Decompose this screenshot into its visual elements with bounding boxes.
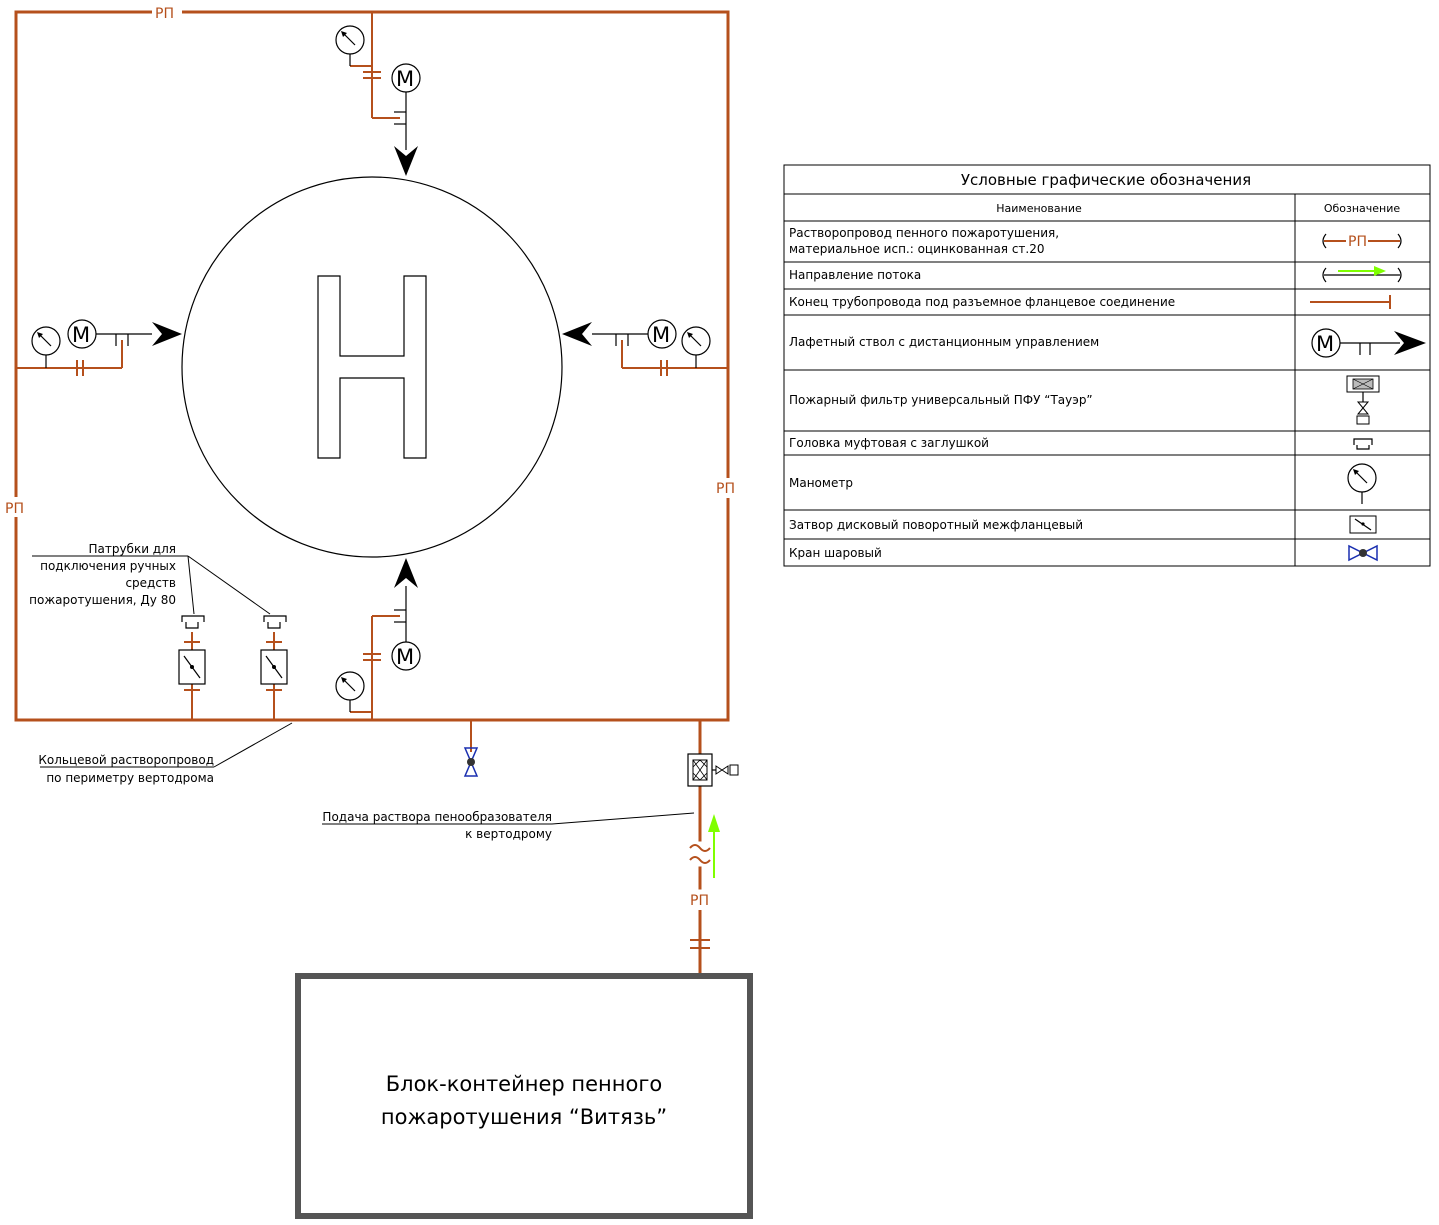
legend-symbol-fire-monitor: M <box>1311 328 1426 358</box>
legend-col-symbol: Обозначение <box>1324 202 1401 215</box>
annotation-nozzles-line-2: подключения ручных <box>40 559 176 573</box>
container-label-line-2: пожаротушения “Витязь” <box>381 1105 667 1129</box>
legend-symbol-butterfly-valve <box>1349 515 1377 534</box>
annotation-nozzles-line-4: пожаротушения, Ду 80 <box>29 593 176 607</box>
annotation-feed-line-1: Подача раствора пенообразователя <box>322 810 552 824</box>
legend-row-1-line-1: Растворопровод пенного пожаротушения, <box>789 226 1059 240</box>
legend-symbol-gauge <box>1347 463 1377 504</box>
monitor-letter: M <box>396 645 414 669</box>
legend-table: Условные графические обозначения Наимено… <box>783 164 1431 567</box>
hose-nozzle-2 <box>260 615 288 720</box>
legend-title: Условные графические обозначения <box>961 171 1251 189</box>
container-label-line-1: Блок-контейнер пенного <box>386 1072 663 1096</box>
monitor-letter: M <box>652 323 670 347</box>
top-monitor-assembly: M <box>335 12 421 176</box>
legend-row-7: Манометр <box>789 476 853 490</box>
legend-row-9: Кран шаровый <box>789 546 882 560</box>
coupling-head-icon <box>181 615 205 629</box>
foam-container-block: Блок-контейнер пенного пожаротушения “Ви… <box>295 973 753 1219</box>
annotation-feed-line-2: к вертодрому <box>465 827 552 841</box>
ball-valve-icon <box>1359 549 1367 557</box>
legend-symbol-pipe-rp: РП <box>1322 233 1402 250</box>
legend-symbol-fire-filter <box>1346 375 1380 425</box>
pressure-gauge-icon <box>1347 463 1377 493</box>
annotation-nozzles-line-3: средств <box>125 576 176 590</box>
legend-symbol-flow <box>1322 266 1402 283</box>
pipe-label-feed: РП <box>690 893 709 909</box>
pipe-label-left: РП <box>5 501 24 517</box>
legend-row-6: Головка муфтовая с заглушкой <box>789 436 989 450</box>
ball-valve-icon <box>463 747 479 777</box>
annotation-nozzles-line-1: Патрубки для <box>88 542 176 556</box>
legend-monitor-letter: M <box>1316 332 1334 356</box>
legend-row-8: Затвор дисковый поворотный межфланцевый <box>789 518 1083 532</box>
coupling-head-icon <box>263 615 287 629</box>
monitor-letter: M <box>396 67 414 91</box>
legend-symbol-ball-valve <box>1348 544 1378 562</box>
pressure-gauge-icon <box>335 25 365 55</box>
annotation-ring: Кольцевой растворопровод по периметру ве… <box>38 722 293 785</box>
hose-nozzle-1 <box>178 615 206 720</box>
annotation-feed: Подача раствора пенообразователя к верто… <box>322 810 695 841</box>
helipad-circle <box>181 176 563 558</box>
pipe-label-right: РП <box>716 481 735 497</box>
legend-symbol-pipe-end <box>1310 295 1391 309</box>
drain-ball-valve <box>463 720 479 777</box>
flow-arrow-icon <box>1374 266 1386 276</box>
annotation-ring-line-1: Кольцевой растворопровод <box>38 753 214 767</box>
annotation-ring-line-2: по периметру вертодрома <box>46 771 214 785</box>
legend-row-3: Конец трубопровода под разъемное фланцев… <box>789 295 1175 309</box>
left-monitor-assembly: M <box>16 319 182 376</box>
legend-row-2: Направление потока <box>789 268 921 282</box>
legend-pipe-rp-text: РП <box>1348 234 1367 250</box>
legend-symbol-coupling-head <box>1353 438 1373 450</box>
legend-col-name: Наименование <box>996 202 1082 215</box>
pressure-gauge-icon <box>335 671 365 701</box>
helipad-letter-h <box>317 275 427 459</box>
right-monitor-assembly: M <box>562 319 728 376</box>
flow-arrow-icon <box>708 814 720 832</box>
helipad-letter: H <box>372 371 373 373</box>
monitor-letter: M <box>72 323 90 347</box>
bottom-monitor-assembly: M <box>335 558 421 720</box>
legend-row-1-line-2: материальное исп.: оцинкованная ст.20 <box>789 242 1045 256</box>
feed-line <box>687 718 739 978</box>
legend-row-4: Лафетный ствол с дистанционным управлени… <box>789 335 1099 349</box>
pressure-gauge-icon <box>31 326 61 356</box>
pressure-gauge-icon <box>681 326 711 356</box>
annotation-nozzles: Патрубки для подключения ручных средств … <box>29 542 271 615</box>
pipe-label-top: РП <box>155 6 174 22</box>
legend-row-5: Пожарный фильтр универсальный ПФУ “Тауэр… <box>789 393 1093 407</box>
